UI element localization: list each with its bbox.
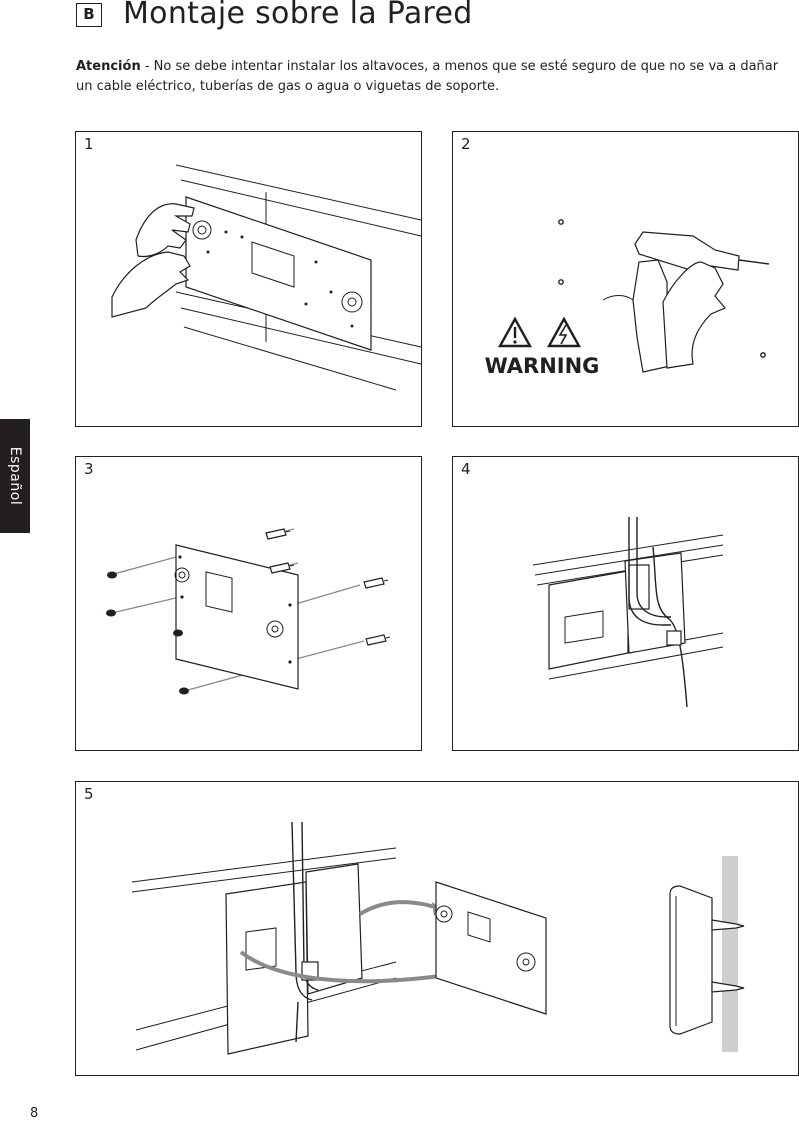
wall-plugs — [265, 528, 391, 646]
drill-icon — [602, 231, 770, 373]
step-2-panel: 2 WARNING — [452, 131, 799, 427]
step-2-illustration: WARNING — [485, 219, 770, 378]
step-number: 4 — [461, 460, 471, 478]
drill-hole-markers — [558, 219, 766, 358]
page-title: Montaje sobre la Pared — [123, 0, 473, 31]
step-4-illustration — [532, 517, 724, 708]
electric-hazard-icon — [546, 316, 582, 348]
attention-label: Atención — [76, 59, 141, 74]
step-3-panel: 3 — [75, 456, 422, 751]
language-tab: Español — [0, 419, 30, 533]
step-3-illustration — [106, 528, 391, 695]
step-5-panel: 5 — [75, 781, 799, 1076]
attention-note: Atención - No se debe intentar instalar … — [76, 57, 798, 97]
screws — [106, 571, 189, 695]
page-number: 8 — [30, 1106, 39, 1121]
step-number: 1 — [84, 135, 94, 153]
step-number: 2 — [461, 135, 471, 153]
step-5-illustration — [131, 821, 745, 1055]
section-badge: B — [76, 3, 102, 27]
step-number: 3 — [84, 460, 94, 478]
wall-section — [722, 856, 738, 1052]
language-tab-label: Español — [7, 446, 23, 506]
warning-label: WARNING — [485, 354, 600, 378]
step-number: 5 — [84, 785, 94, 803]
step-1-illustration — [111, 164, 422, 391]
step-1-panel: 1 — [75, 131, 422, 427]
attention-text: - No se debe intentar instalar los altav… — [76, 59, 779, 94]
step-4-panel: 4 — [452, 456, 799, 751]
warning-caution-icon — [497, 316, 533, 348]
